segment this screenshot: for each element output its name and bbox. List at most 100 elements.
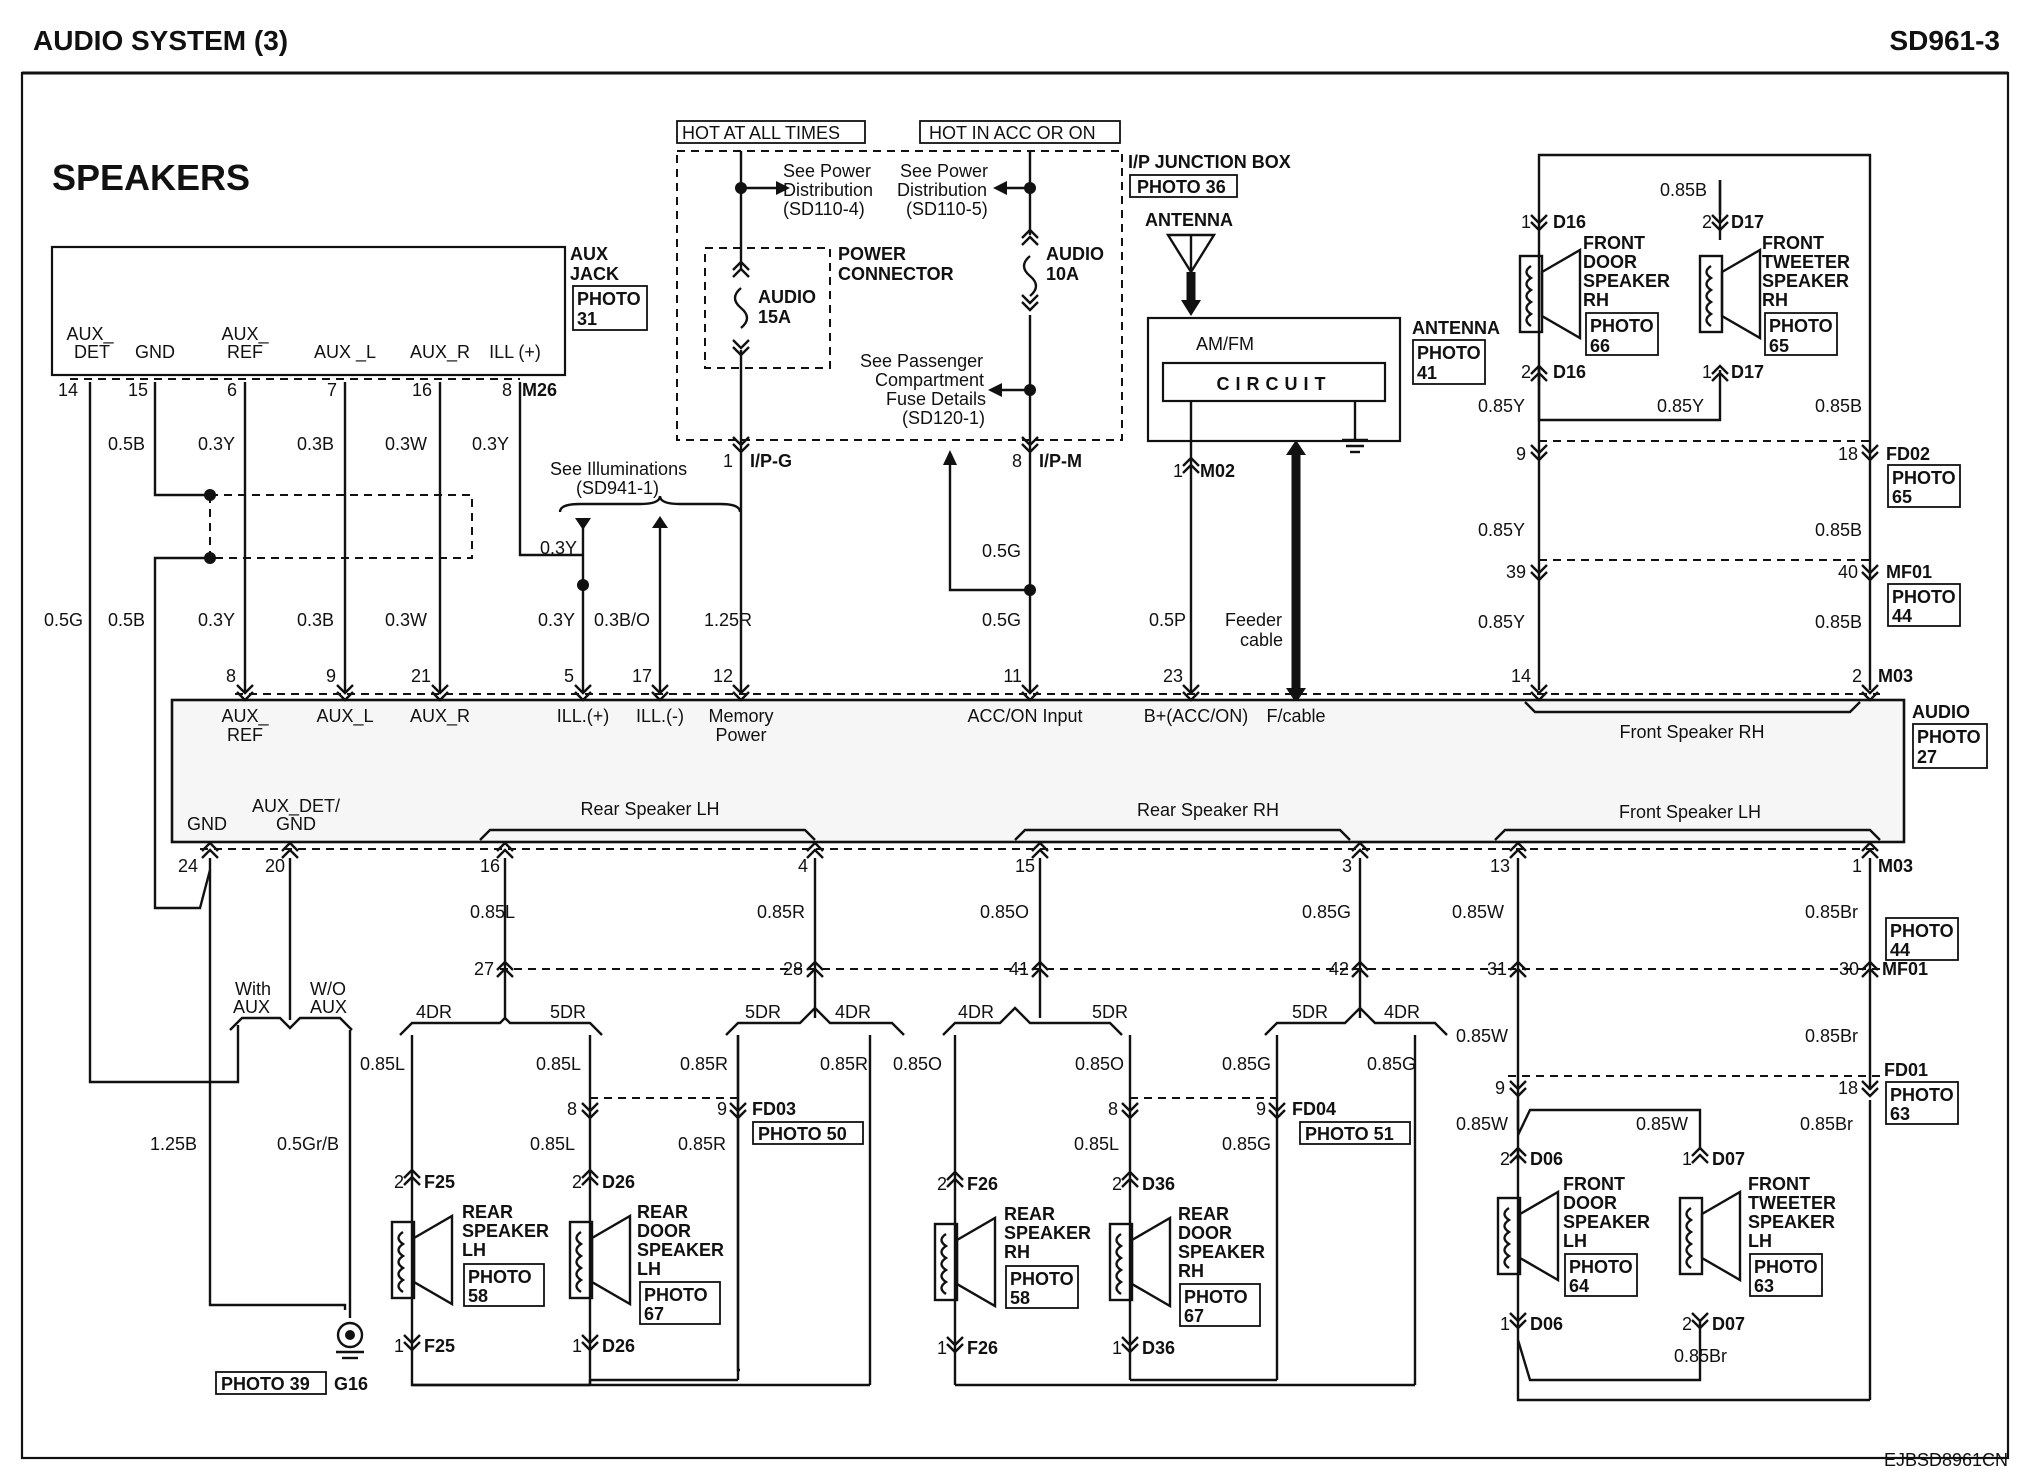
audio-pin-label: GND bbox=[276, 814, 316, 834]
pin-number: 9 bbox=[1256, 1099, 1266, 1119]
connector-id: F25 bbox=[424, 1172, 455, 1192]
pin-number: 9 bbox=[717, 1099, 727, 1119]
pin-number: 16 bbox=[412, 380, 432, 400]
wire-label: 0.85B bbox=[1815, 520, 1862, 540]
photo-box bbox=[1412, 339, 1486, 385]
footer-code: EJBSD8961CN bbox=[1884, 1450, 2008, 1470]
front-door-speaker-lh-icon bbox=[1496, 1190, 1560, 1282]
speaker-name: REAR bbox=[1004, 1204, 1055, 1224]
connector-id: D16 bbox=[1553, 212, 1586, 232]
hot-label-box bbox=[919, 120, 1121, 144]
feeder-label: Feeder bbox=[1225, 610, 1282, 630]
wire-label: 0.85Br bbox=[1674, 1346, 1727, 1366]
ref-text: Fuse Details bbox=[886, 389, 986, 409]
pin-number: 7 bbox=[327, 380, 337, 400]
connector-id: D07 bbox=[1712, 1149, 1745, 1169]
pin-number: 8 bbox=[502, 380, 512, 400]
pin-number: 41 bbox=[1009, 959, 1029, 979]
wire-label: 0.85L bbox=[1074, 1134, 1119, 1154]
aux-jack-label: AUX bbox=[570, 244, 608, 264]
connector-id: FD04 bbox=[1292, 1099, 1336, 1119]
wire-label: 0.5B bbox=[108, 610, 145, 630]
wire-label: 0.3W bbox=[385, 434, 427, 454]
ref-text: See Passenger bbox=[860, 351, 983, 371]
junction-box-label: I/P JUNCTION BOX bbox=[1128, 152, 1291, 172]
connector-id: I/P-M bbox=[1039, 451, 1082, 471]
speaker-name: SPEAKER bbox=[1004, 1223, 1091, 1243]
group-label: Front Speaker LH bbox=[1619, 802, 1761, 822]
wire-label: 0.3Y bbox=[198, 434, 235, 454]
pin-number: 2 bbox=[1112, 1174, 1122, 1194]
wire-label: 0.85L bbox=[360, 1054, 405, 1074]
speaker-name: SPEAKER bbox=[1178, 1242, 1265, 1262]
speaker-name: RH bbox=[1178, 1261, 1204, 1281]
speaker-name: SPEAKER bbox=[462, 1221, 549, 1241]
front-tweeter-speaker-lh-icon bbox=[1678, 1190, 1742, 1282]
photo-box bbox=[1749, 1253, 1823, 1297]
photo-label: PHOTO bbox=[1184, 1287, 1248, 1307]
pin-label: AUX_ bbox=[221, 324, 269, 345]
photo-label: PHOTO bbox=[1417, 343, 1481, 363]
photo-box bbox=[215, 1371, 327, 1395]
ref-text: See Power bbox=[900, 161, 988, 181]
pin-number: 2 bbox=[1521, 362, 1531, 382]
photo-label: PHOTO bbox=[1890, 1085, 1954, 1105]
wire-label: 1.25R bbox=[704, 610, 752, 630]
pin-number: 4 bbox=[798, 856, 808, 876]
wire-label: 0.3Y bbox=[540, 538, 577, 558]
pin-number: 11 bbox=[1003, 666, 1022, 686]
antenna-section: ANTENNA ANTENNA PHOTO 41 AM/FM CIRCUIT 1… bbox=[1145, 210, 1500, 703]
wire-label: 0.85Y bbox=[1478, 396, 1525, 416]
photo-label: PHOTO 50 bbox=[758, 1124, 847, 1144]
mf01-row: 0.85L 0.85R 0.85O 0.85G 0.85W 0.85Br 27 … bbox=[470, 858, 1959, 1130]
aux-wiring: 0.5B 0.3Y 0.3B 0.3W 0.3Y 0.5G 0.5B 0.3Y … bbox=[44, 382, 583, 1084]
connector-id: D16 bbox=[1553, 362, 1586, 382]
photo-label: 65 bbox=[1769, 336, 1789, 356]
pin-number: 14 bbox=[1511, 666, 1531, 686]
power-section: HOT AT ALL TIMES HOT IN ACC OR ON I/P JU… bbox=[676, 120, 1291, 693]
wire-label: 0.85B bbox=[1815, 612, 1862, 632]
door-label: 5DR bbox=[1292, 1002, 1328, 1022]
connector-id: M26 bbox=[522, 380, 557, 400]
aux-jack-label: JACK bbox=[570, 264, 619, 284]
pin-label: DET bbox=[74, 342, 110, 362]
group-label: Front Speaker RH bbox=[1619, 722, 1764, 742]
ground-id: G16 bbox=[334, 1374, 368, 1394]
ref-text: See Power bbox=[783, 161, 871, 181]
ref-text: (SD120-1) bbox=[902, 408, 985, 428]
audio-pin-label: AUX_R bbox=[410, 706, 470, 727]
connector-id: I/P-G bbox=[750, 451, 792, 471]
page-frame bbox=[20, 71, 2010, 1460]
speaker-name: DOOR bbox=[1563, 1193, 1617, 1213]
antenna-label: ANTENNA bbox=[1145, 210, 1233, 230]
pin-number: 8 bbox=[567, 1099, 577, 1119]
wire-label: 0.85W bbox=[1636, 1114, 1688, 1134]
pin-label: GND bbox=[135, 342, 175, 362]
door-label: 4DR bbox=[835, 1002, 871, 1022]
connector-id: F25 bbox=[424, 1336, 455, 1356]
pin-number: 27 bbox=[474, 959, 494, 979]
photo-label: PHOTO bbox=[1754, 1257, 1818, 1277]
wire-label: 0.85Br bbox=[1805, 1026, 1858, 1046]
pin-number: 3 bbox=[1342, 856, 1352, 876]
wire-label: 0.85B bbox=[1660, 180, 1707, 200]
pin-number: 39 bbox=[1506, 562, 1526, 582]
photo-label: PHOTO 36 bbox=[1137, 177, 1226, 197]
connector-id: MF01 bbox=[1886, 562, 1932, 582]
pin-number: 30 bbox=[1839, 959, 1859, 979]
aux-jack: AUX JACK PHOTO 31 AUX_ DET GND AUX_ REF … bbox=[50, 244, 648, 400]
wire-label: 0.85Y bbox=[1478, 520, 1525, 540]
speaker-name: DOOR bbox=[1178, 1223, 1232, 1243]
power-connector-label: POWER bbox=[838, 244, 906, 264]
group-label: Rear Speaker RH bbox=[1137, 800, 1279, 820]
pin-number: 15 bbox=[128, 380, 148, 400]
pin-number: 42 bbox=[1329, 959, 1349, 979]
photo-box bbox=[1887, 583, 1961, 627]
wire-label: 0.85O bbox=[980, 902, 1029, 922]
pin-number: 14 bbox=[58, 380, 78, 400]
audio-pin-label: Power bbox=[715, 725, 766, 745]
wire-label: 1.25B bbox=[150, 1134, 197, 1154]
audio-pin-label: Memory bbox=[708, 706, 773, 726]
photo-label: PHOTO 51 bbox=[1305, 1124, 1394, 1144]
diagram-code: SD961-3 bbox=[1889, 25, 2000, 56]
